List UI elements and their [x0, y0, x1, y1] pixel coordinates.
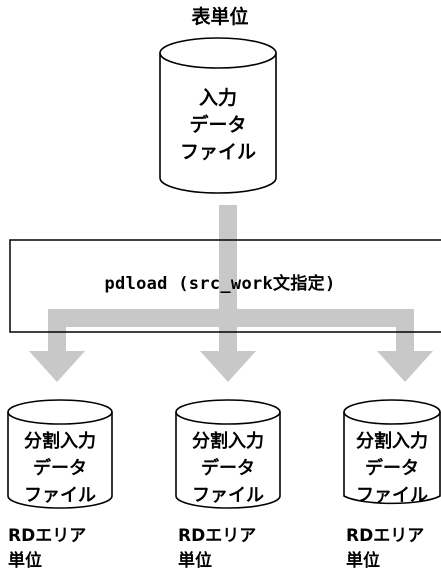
top-unit-title: 表単位 — [191, 6, 249, 28]
arrow-stem-left — [48, 309, 66, 351]
input-file-line-3: ファイル — [179, 140, 256, 163]
input-file-label: 入力 データ ファイル — [158, 85, 278, 166]
output-3-caption-line-1: RDエリア — [346, 526, 425, 546]
arrow-stem-mid — [219, 309, 237, 351]
output-file-label-3: 分割入力 データ ファイル — [340, 428, 441, 509]
process-box — [9, 239, 441, 333]
output-file-cylinder-3 — [343, 399, 441, 505]
output-1-line-3: ファイル — [24, 485, 96, 506]
input-file-line-1: 入力 — [198, 87, 237, 109]
arrow-trunk — [219, 205, 237, 317]
output-file-label-2: 分割入力 データ ファイル — [176, 428, 280, 509]
output-file-label-1: 分割入力 データ ファイル — [8, 428, 112, 509]
output-2-line-2: データ — [201, 458, 255, 479]
process-label: pdload (src_work文指定) — [104, 274, 336, 294]
output-3-line-3: ファイル — [356, 485, 428, 506]
output-1-line-1: 分割入力 — [24, 431, 96, 452]
output-file-cylinder-1 — [7, 399, 113, 509]
output-1-caption-line-1: RDエリア — [8, 526, 87, 546]
output-file-cylinder-2 — [175, 399, 281, 509]
output-2-caption-line-1: RDエリア — [178, 526, 257, 546]
output-2-line-1: 分割入力 — [192, 431, 264, 452]
output-3-caption-line-2: 単位 — [346, 550, 380, 571]
output-caption-2: RDエリア 単位 — [178, 524, 256, 573]
output-2-line-3: ファイル — [192, 485, 264, 506]
output-3-line-2: データ — [365, 458, 419, 479]
arrow-stem-right — [396, 309, 414, 351]
output-2-caption-line-2: 単位 — [178, 550, 212, 571]
input-file-cylinder — [159, 37, 277, 194]
arrowhead-left — [29, 351, 85, 382]
output-1-line-2: データ — [33, 458, 87, 479]
arrowhead-right — [377, 351, 433, 382]
output-caption-1: RDエリア 単位 — [8, 524, 86, 573]
input-file-line-2: データ — [189, 113, 247, 136]
output-3-line-1: 分割入力 — [356, 431, 428, 452]
output-caption-3: RDエリア 単位 — [346, 524, 424, 573]
output-1-caption-line-2: 単位 — [8, 550, 42, 571]
flow-arrows — [29, 205, 433, 382]
arrowhead-mid — [200, 351, 256, 382]
